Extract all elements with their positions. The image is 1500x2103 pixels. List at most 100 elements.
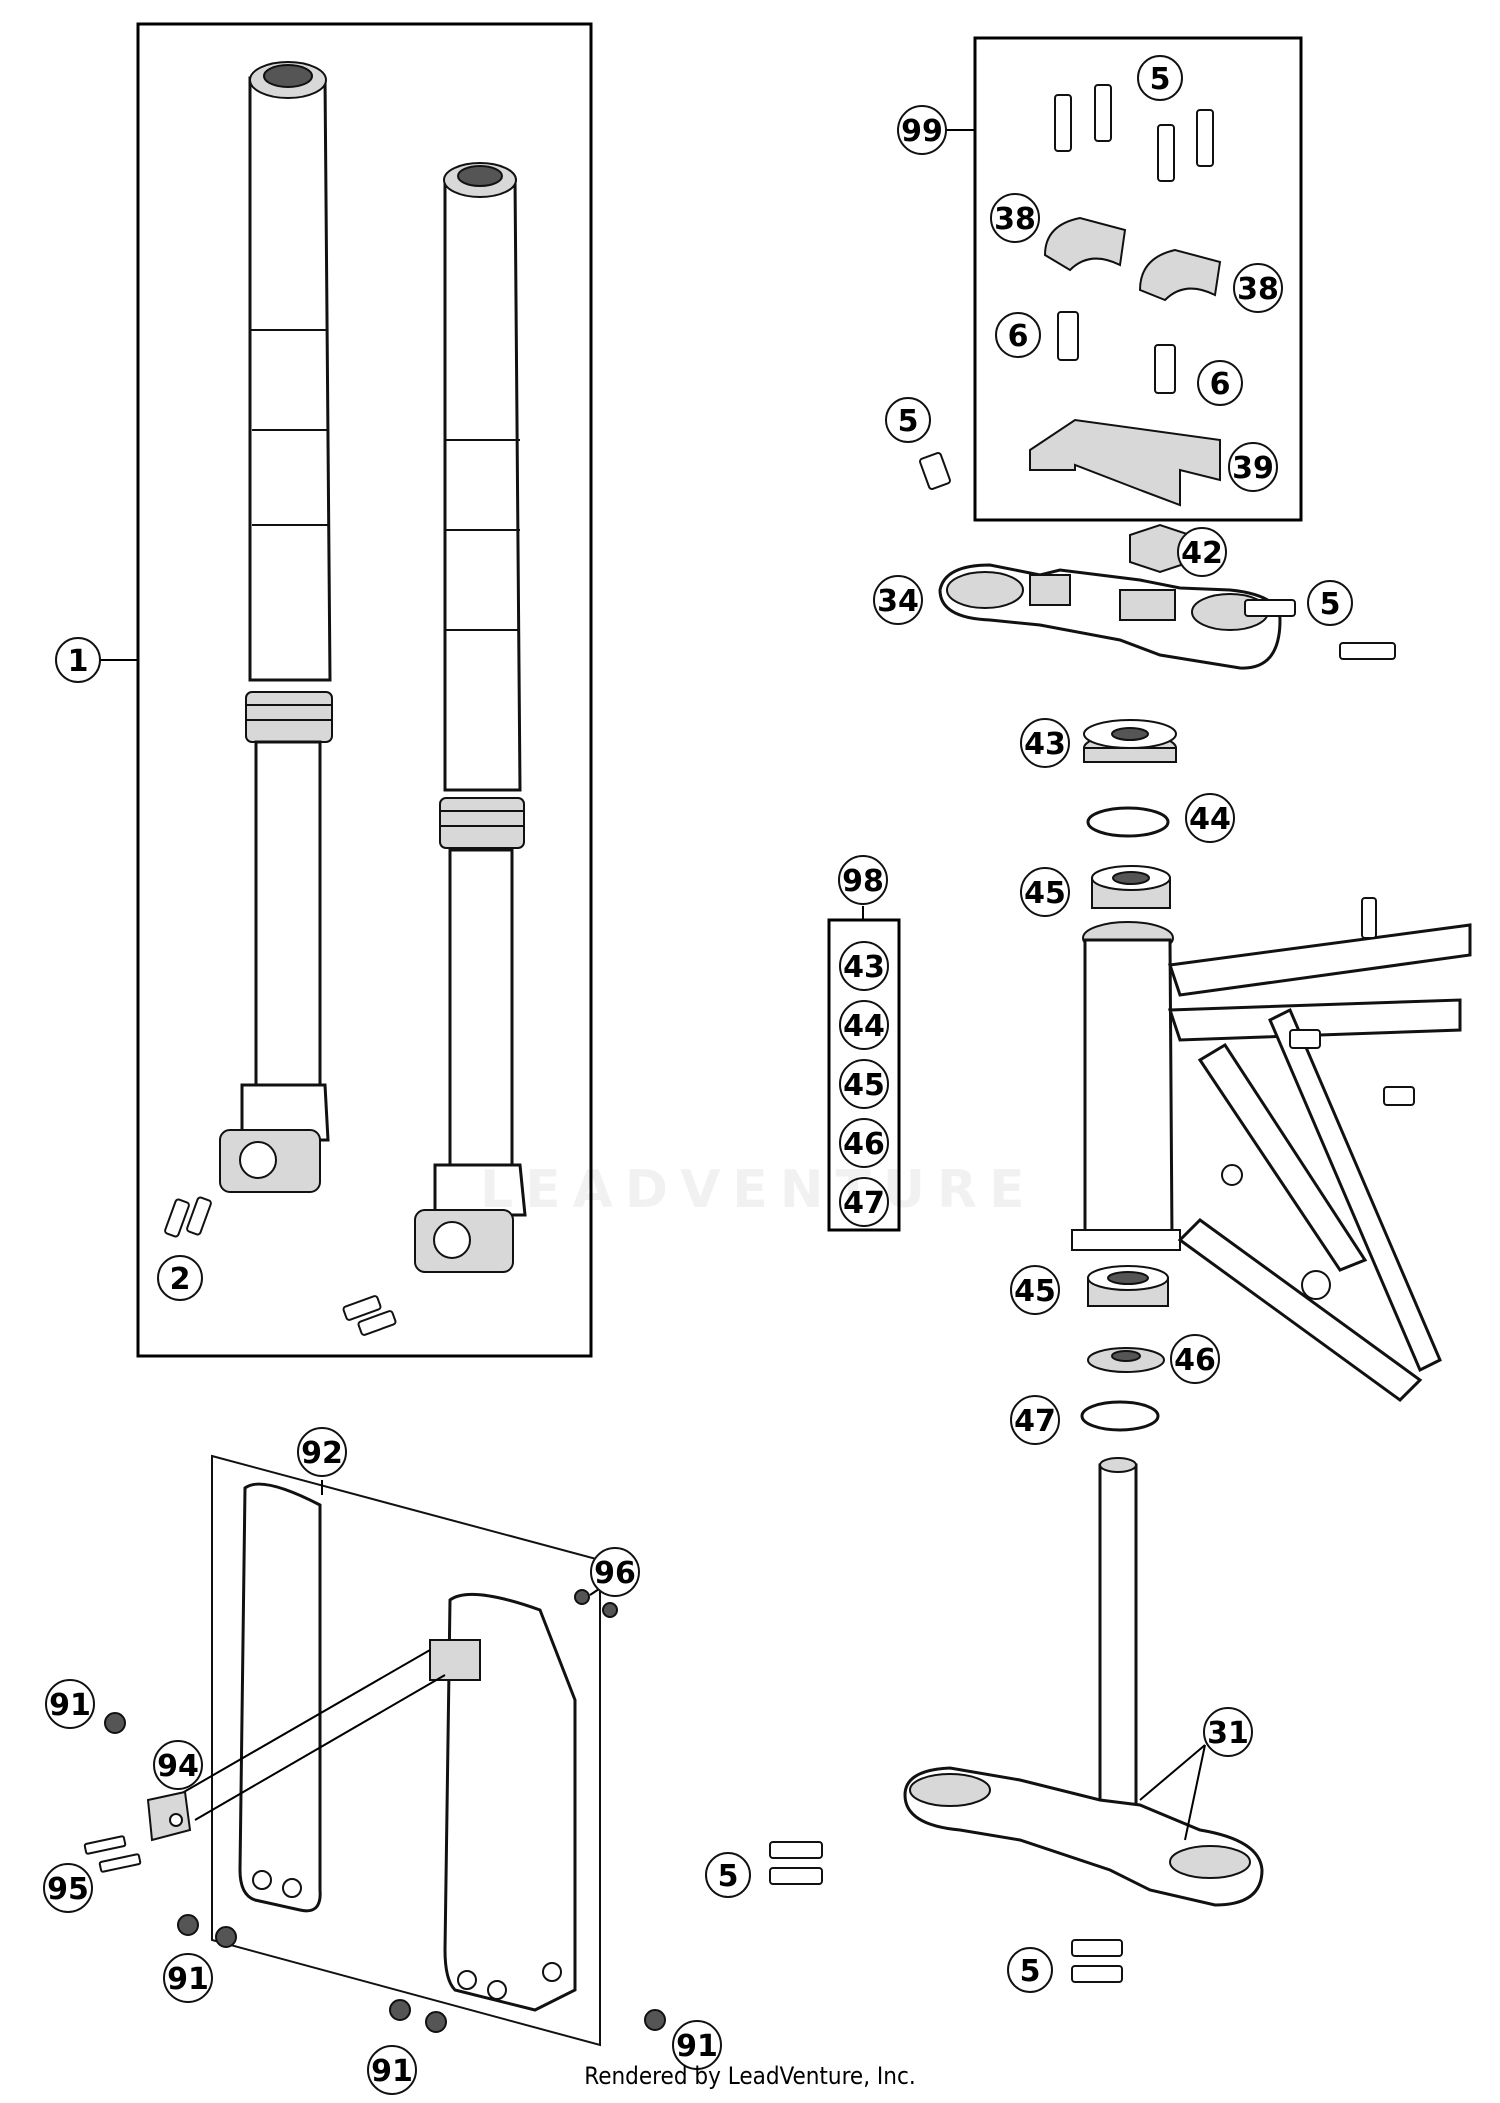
kit-item-47[interactable]: 47 bbox=[839, 1177, 889, 1227]
svg-text:5: 5 bbox=[718, 1859, 739, 1894]
fork-leg-left bbox=[219, 61, 333, 1193]
fork-leg-right bbox=[414, 162, 527, 1273]
svg-text:5: 5 bbox=[898, 404, 919, 439]
lower-triple-clamp bbox=[903, 1457, 1264, 1907]
svg-text:45: 45 bbox=[843, 1068, 885, 1103]
callout-34[interactable]: 34 bbox=[873, 575, 923, 625]
callout-5-upper[interactable]: 5 bbox=[1307, 580, 1353, 626]
svg-text:99: 99 bbox=[901, 114, 943, 149]
callout-91-mid[interactable]: 91 bbox=[163, 1953, 213, 2003]
callout-99[interactable]: 99 bbox=[897, 105, 947, 155]
bolt-5-side bbox=[919, 452, 951, 490]
svg-text:31: 31 bbox=[1207, 1716, 1249, 1751]
svg-text:1: 1 bbox=[68, 644, 89, 679]
callout-38-right[interactable]: 38 bbox=[1233, 263, 1283, 313]
callout-94[interactable]: 94 bbox=[153, 1740, 203, 1790]
lower-clamp-bolts bbox=[769, 1841, 1123, 1983]
callout-46[interactable]: 46 bbox=[1170, 1334, 1220, 1384]
svg-text:34: 34 bbox=[877, 584, 919, 619]
svg-text:46: 46 bbox=[1174, 1343, 1216, 1378]
callout-91-right[interactable]: 91 bbox=[672, 2020, 722, 2070]
o-ring-upper bbox=[1086, 806, 1170, 838]
kit-item-43[interactable]: 43 bbox=[839, 941, 889, 991]
nut-96-a bbox=[574, 1589, 590, 1605]
dust-seal-upper bbox=[1083, 719, 1177, 763]
callout-45-lower[interactable]: 45 bbox=[1010, 1265, 1060, 1315]
callout-92[interactable]: 92 bbox=[297, 1427, 347, 1477]
fork-guard-panel bbox=[211, 1454, 601, 2047]
clamp-kit-bolts bbox=[1054, 84, 1214, 182]
handlebar-clamp-kit-frame bbox=[973, 36, 1303, 522]
callout-6-left[interactable]: 6 bbox=[995, 312, 1041, 358]
callout-5-side[interactable]: 5 bbox=[885, 397, 931, 443]
guard-clamp bbox=[146, 1790, 192, 1842]
handlebar-clamps-upper bbox=[1043, 216, 1222, 302]
callout-91-bottom[interactable]: 91 bbox=[367, 2045, 417, 2095]
svg-text:91: 91 bbox=[49, 1688, 91, 1723]
svg-text:38: 38 bbox=[1237, 272, 1279, 307]
guard-clamp-bolts bbox=[83, 1835, 142, 1873]
fork-group-frame bbox=[136, 22, 593, 1358]
svg-text:91: 91 bbox=[371, 2054, 413, 2089]
svg-text:44: 44 bbox=[843, 1009, 885, 1044]
o-ring-lower bbox=[1080, 1400, 1160, 1432]
svg-text:6: 6 bbox=[1008, 319, 1029, 354]
bearing-lower bbox=[1087, 1265, 1169, 1307]
callout-91-left[interactable]: 91 bbox=[45, 1679, 95, 1729]
render-credit: Rendered by LeadVenture, Inc. bbox=[584, 2062, 916, 2090]
dust-seal-lower bbox=[1087, 1347, 1165, 1373]
callout-43[interactable]: 43 bbox=[1020, 718, 1070, 768]
svg-text:39: 39 bbox=[1232, 451, 1274, 486]
callout-2[interactable]: 2 bbox=[157, 1255, 203, 1301]
callout-42[interactable]: 42 bbox=[1177, 527, 1227, 577]
svg-text:91: 91 bbox=[676, 2029, 718, 2064]
svg-text:95: 95 bbox=[47, 1872, 89, 1907]
svg-text:45: 45 bbox=[1014, 1274, 1056, 1309]
bearing-upper bbox=[1091, 865, 1171, 909]
svg-text:98: 98 bbox=[842, 864, 884, 899]
handlebar-clamp-bolts bbox=[1057, 311, 1176, 394]
callout-98[interactable]: 98 bbox=[838, 855, 888, 905]
svg-text:91: 91 bbox=[167, 1962, 209, 1997]
svg-text:92: 92 bbox=[301, 1436, 343, 1471]
svg-text:94: 94 bbox=[157, 1749, 199, 1784]
callout-6-right[interactable]: 6 bbox=[1197, 360, 1243, 406]
svg-text:5: 5 bbox=[1320, 587, 1341, 622]
svg-text:46: 46 bbox=[843, 1127, 885, 1162]
kit-item-46[interactable]: 46 bbox=[839, 1118, 889, 1168]
svg-text:2: 2 bbox=[170, 1262, 191, 1297]
bearing-kit-frame bbox=[827, 918, 901, 1232]
motorcycle-frame-head bbox=[1071, 897, 1472, 1402]
svg-text:96: 96 bbox=[594, 1556, 636, 1591]
upper-clamp-bolts bbox=[1244, 599, 1396, 660]
svg-text:5: 5 bbox=[1020, 1954, 1041, 1989]
callout-96[interactable]: 96 bbox=[590, 1547, 640, 1597]
callout-31[interactable]: 31 bbox=[1203, 1707, 1253, 1757]
svg-text:43: 43 bbox=[843, 950, 885, 985]
callout-5-lower-left[interactable]: 5 bbox=[705, 1852, 751, 1898]
guard-screws bbox=[104, 1712, 666, 2033]
svg-text:47: 47 bbox=[843, 1186, 885, 1221]
callout-38-left[interactable]: 38 bbox=[990, 193, 1040, 243]
nut-96-b bbox=[602, 1602, 618, 1618]
callout-95[interactable]: 95 bbox=[43, 1863, 93, 1913]
callout-45-upper[interactable]: 45 bbox=[1020, 867, 1070, 917]
callout-5-kit[interactable]: 5 bbox=[1137, 55, 1183, 101]
callout-5-lower-right[interactable]: 5 bbox=[1007, 1947, 1053, 1993]
svg-text:45: 45 bbox=[1024, 876, 1066, 911]
svg-text:38: 38 bbox=[994, 202, 1036, 237]
fork-clamp-bolts bbox=[164, 1196, 397, 1336]
callout-1[interactable]: 1 bbox=[55, 637, 101, 683]
svg-text:5: 5 bbox=[1150, 62, 1171, 97]
kit-item-44[interactable]: 44 bbox=[839, 1000, 889, 1050]
svg-text:47: 47 bbox=[1014, 1404, 1056, 1439]
callout-44[interactable]: 44 bbox=[1185, 793, 1235, 843]
svg-text:6: 6 bbox=[1210, 367, 1231, 402]
handlebar-clamp-lower bbox=[1029, 418, 1221, 507]
upper-triple-clamp bbox=[938, 563, 1282, 670]
kit-item-45[interactable]: 45 bbox=[839, 1059, 889, 1109]
callout-47[interactable]: 47 bbox=[1010, 1395, 1060, 1445]
callout-39[interactable]: 39 bbox=[1228, 442, 1278, 492]
svg-text:43: 43 bbox=[1024, 727, 1066, 762]
